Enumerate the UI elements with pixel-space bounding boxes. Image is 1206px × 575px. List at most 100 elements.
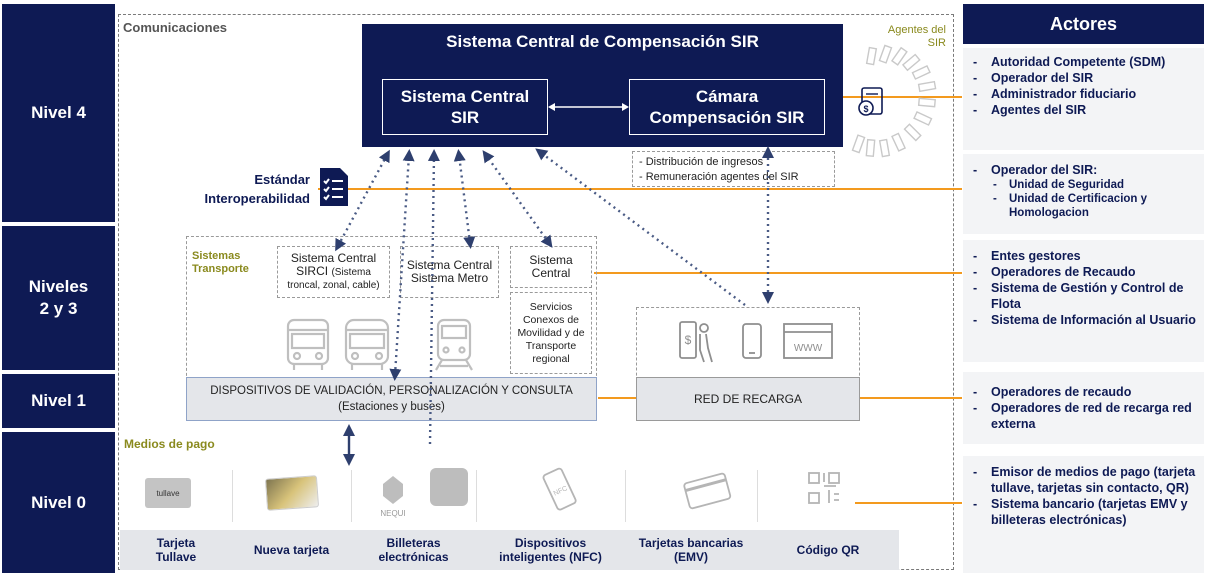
payment-label-line: electrónicas	[378, 550, 449, 564]
svg-text:$: $	[685, 333, 692, 347]
distribucion-line-a: - Distribución de ingresos	[639, 156, 764, 168]
payment-divider	[351, 470, 352, 522]
agentes-label: Agentes del SIR	[862, 24, 946, 50]
payment-label-line: (EMV)	[674, 550, 708, 564]
actor-item: Autoridad Competente (SDM)	[963, 54, 1204, 70]
camara-compensacion-label-b: Compensación SIR	[649, 108, 805, 127]
sirci-line-c: troncal, zonal, cable)	[287, 280, 380, 291]
bus-front-icon	[344, 318, 390, 370]
level-2-3-label-a: Niveles	[28, 277, 89, 296]
servicios-line: Transporte	[525, 339, 577, 352]
payment-label-line: inteligentes (NFC)	[499, 550, 602, 564]
qr-code-icon	[808, 472, 840, 504]
agentes-money-icon: $	[858, 87, 883, 116]
metro-line-b: Sistema Metro	[410, 271, 489, 285]
actor-subitem: Unidad de Seguridad	[963, 178, 1204, 192]
servicios-line: regional	[532, 352, 570, 365]
actor-item: Operadores de recaudo	[963, 384, 1204, 400]
sirci-box: Sistema Central SIRCI (Sistema troncal, …	[277, 246, 390, 298]
payment-divider	[757, 470, 758, 522]
actor-item: Emisor de medios de pago (tarjeta tullav…	[963, 464, 1204, 496]
actor-item: Administrador fiduciario	[963, 86, 1204, 102]
smartphone-icon	[742, 323, 762, 359]
sirci-line-b: SIRCI (Sistema	[296, 265, 371, 279]
red-recarga-box: RED DE RECARGA	[636, 377, 860, 421]
agentes-label-b: SIR	[927, 37, 946, 49]
actor-item: Agentes del SIR	[963, 102, 1204, 118]
actor-item: Entes gestores	[963, 248, 1204, 264]
tullave-card-icon: tullave	[145, 478, 191, 508]
actores-group-1: Operadores de recaudo Operadores de red …	[963, 372, 1204, 444]
agentes-label-a: Agentes del	[887, 24, 946, 36]
sistema-central-sir-label-a: Sistema Central	[400, 87, 530, 106]
level-0: Nivel 0	[2, 432, 115, 573]
payment-label-line: Código QR	[796, 543, 860, 557]
central-system-title: Sistema Central de Compensación SIR	[446, 32, 759, 51]
payment-divider	[625, 470, 626, 522]
train-icon	[435, 318, 473, 371]
level-2-3-label-b: 2 y 3	[39, 299, 78, 318]
sirci-line-b-main: SIRCI	[296, 264, 329, 278]
sistema-central-sir-label-b: SIR	[450, 108, 480, 127]
bus-icon	[286, 318, 330, 370]
actor-item: Sistema bancario (tarjetas EMV y billete…	[963, 496, 1204, 528]
nequi-logo-icon: NEQUI	[380, 476, 406, 518]
actor-item: Operador del SIR:	[963, 162, 1204, 178]
sistema-central-box: Sistema Central	[510, 246, 592, 288]
payment-label-line: Nueva tarjeta	[253, 543, 330, 557]
estandar-label: Estándar Interoperabilidad	[170, 170, 310, 208]
estandar-label-a: Estándar	[254, 172, 310, 187]
level-4-label: Nivel 4	[31, 103, 86, 122]
payment-label-line: Billeteras	[386, 536, 441, 550]
level-2-3: Niveles 2 y 3	[2, 226, 115, 370]
agentes-ring-decoration	[851, 44, 937, 158]
payment-labels-strip	[120, 530, 899, 570]
document-checklist-icon	[320, 168, 348, 206]
payment-label-nueva: Nueva tarjeta	[232, 530, 351, 570]
level-1-label: Nivel 1	[31, 391, 86, 410]
medios-pago-label: Medios de pago	[124, 437, 215, 451]
distribucion-line-b: - Remuneración agentes del SIR	[639, 171, 799, 183]
servicios-line: Movilidad y de	[517, 326, 585, 339]
actor-item: Operadores de red de recarga red externa	[963, 400, 1204, 432]
payment-label-emv: Tarjetas bancarias(EMV)	[625, 530, 757, 570]
kiosk-icon: $	[679, 321, 713, 363]
sirci-line-b-extra: (Sistema	[331, 267, 371, 278]
double-arrow-icon	[548, 103, 629, 111]
level-0-label: Nivel 0	[31, 492, 86, 512]
central-system-box: Sistema Central de Compensación SIR Sist…	[362, 24, 843, 147]
servicios-line: Conexos de	[522, 313, 580, 326]
actores-title: Actores	[1049, 13, 1118, 34]
level-4: Nivel 4	[2, 4, 115, 222]
camara-compensacion-label-a: Cámara	[695, 87, 759, 106]
actores-group-4: Autoridad Competente (SDM) Operador del …	[963, 48, 1204, 150]
dispositivos-box: DISPOSITIVOS DE VALIDACIÓN, PERSONALIZAC…	[186, 377, 597, 421]
web-browser-text: WWW	[794, 343, 823, 354]
camara-compensacion-box: Cámara Compensación SIR	[629, 79, 825, 135]
sirci-line-a: Sistema Central	[290, 251, 377, 265]
comunicaciones-label: Comunicaciones	[123, 20, 228, 35]
dispositivos-line-a: DISPOSITIVOS DE VALIDACIÓN, PERSONALIZAC…	[210, 385, 573, 397]
actores-group-23: Entes gestores Operadores de Recaudo Sis…	[963, 240, 1204, 362]
servicios-box: Servicios Conexos de Movilidad y de Tran…	[510, 292, 592, 374]
dispositivos-line-b: (Estaciones y buses)	[338, 401, 445, 413]
nequi-logo-text: NEQUI	[380, 509, 405, 518]
payment-divider	[232, 470, 233, 522]
metro-line-a: Sistema Central	[406, 258, 493, 272]
payment-label-line: Tarjetas bancarias	[638, 536, 744, 550]
payment-label-line: Tarjeta	[156, 536, 196, 550]
bank-card-icon	[683, 472, 732, 510]
servicios-line: Servicios	[529, 300, 573, 313]
sistema-central-line-b: Central	[531, 266, 571, 280]
sistemas-transporte-label-a: Sistemas	[192, 250, 241, 262]
wallet-app-icon	[430, 468, 468, 506]
actor-item: Sistema de Información al Usuario	[963, 312, 1204, 328]
web-browser-icon: WWW	[783, 323, 833, 359]
level-1: Nivel 1	[2, 374, 115, 428]
nfc-phone-icon: NFC	[542, 467, 577, 511]
nueva-tarjeta-icon	[264, 475, 320, 511]
payment-label-line: Tullave	[155, 550, 197, 564]
